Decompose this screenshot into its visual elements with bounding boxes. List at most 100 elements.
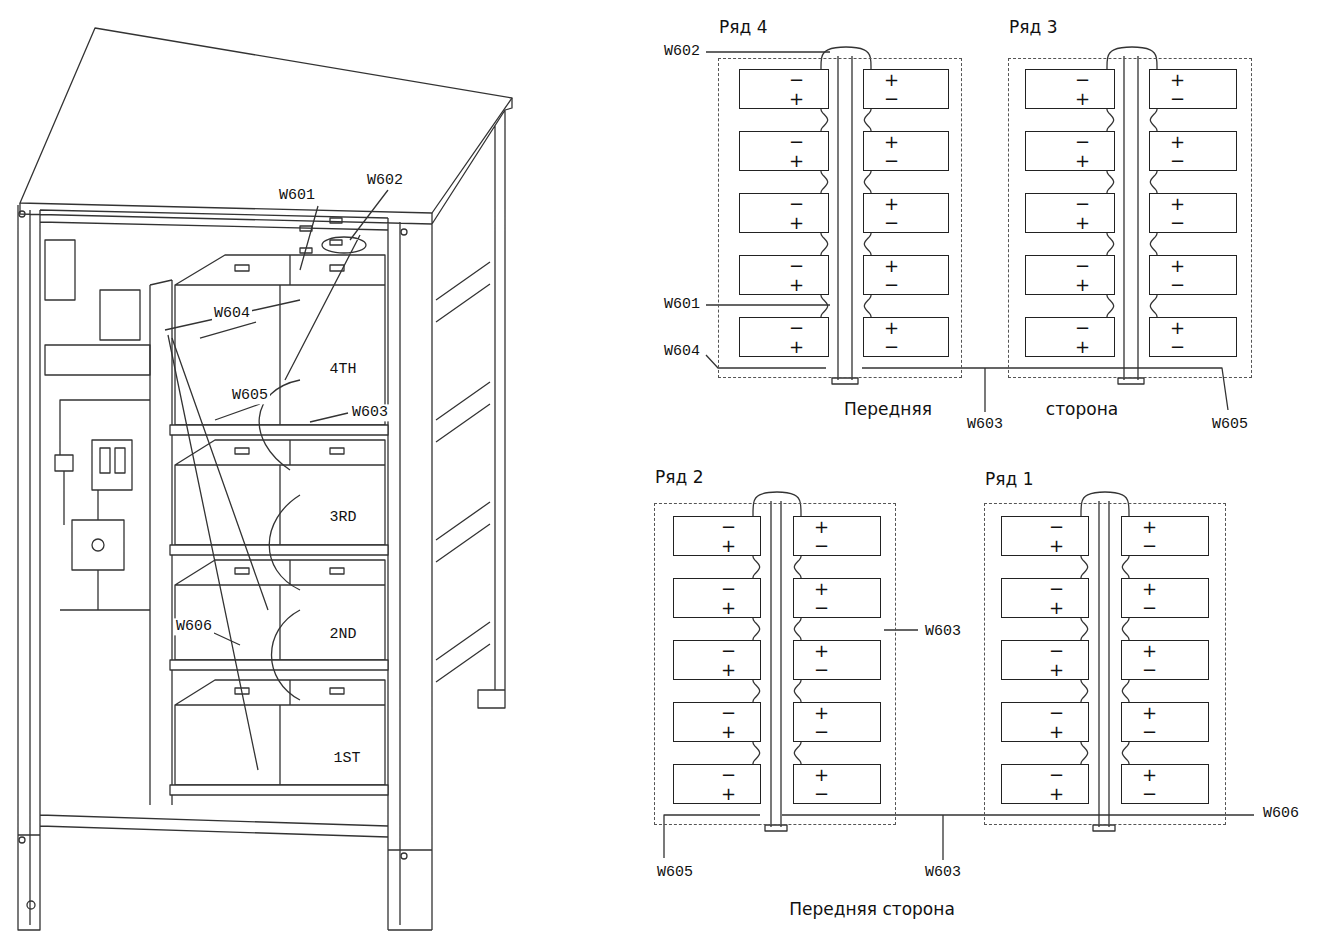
polarity-sign: +	[1075, 214, 1090, 231]
battery-block: −+	[1025, 131, 1115, 171]
battery-block: +−	[1149, 193, 1237, 233]
polarity-sign: +	[1170, 195, 1185, 212]
jumper-cable	[1081, 618, 1088, 640]
battery-block: −+	[673, 640, 761, 680]
battery-block: +−	[863, 131, 949, 171]
callout-label: W602	[365, 172, 405, 189]
polarity-sign: −	[1049, 580, 1064, 597]
jumper-cable	[1150, 171, 1157, 193]
polarity-sign: −	[1049, 642, 1064, 659]
polarity-sign: −	[721, 704, 736, 721]
polarity-sign: +	[721, 661, 736, 678]
side-caption: Передняя	[842, 400, 934, 420]
battery-block: −+	[1025, 317, 1115, 357]
jumper-cable	[821, 233, 828, 255]
polarity-sign: −	[884, 276, 899, 293]
callout-label: W601	[277, 187, 317, 204]
polarity-sign: −	[884, 152, 899, 169]
polarity-sign: −	[1049, 704, 1064, 721]
jumper-cable	[753, 618, 760, 640]
polarity-sign: +	[884, 319, 899, 336]
polarity-sign: +	[1049, 785, 1064, 802]
jumper-cable	[753, 556, 760, 578]
callout-label: 2ND	[327, 626, 358, 643]
polarity-sign: −	[884, 90, 899, 107]
cable-channel	[765, 56, 1144, 831]
polarity-sign: −	[1075, 257, 1090, 274]
battery-block: −+	[1001, 764, 1089, 804]
battery-block: +−	[1121, 516, 1209, 556]
callout-label: W601	[662, 296, 702, 313]
battery-block: +−	[1121, 640, 1209, 680]
jumper-cable	[753, 492, 801, 516]
battery-block: −+	[673, 516, 761, 556]
callout-label: 4TH	[327, 361, 358, 378]
battery-block: −+	[1001, 640, 1089, 680]
polarity-sign: +	[1075, 276, 1090, 293]
jumper-cable	[1107, 295, 1114, 317]
polarity-sign: −	[721, 518, 736, 535]
jumper-cable	[864, 109, 871, 131]
battery-block: −+	[1001, 516, 1089, 556]
polarity-sign: +	[1170, 71, 1185, 88]
polarity-sign: +	[814, 766, 829, 783]
battery-shelf	[170, 425, 388, 795]
polarity-sign: +	[789, 276, 804, 293]
polarity-sign: −	[789, 319, 804, 336]
leader-line	[664, 52, 1254, 860]
polarity-sign: +	[814, 518, 829, 535]
jumper-cable	[753, 742, 760, 764]
polarity-sign: +	[789, 338, 804, 355]
polarity-sign: +	[1142, 580, 1157, 597]
polarity-sign: −	[1170, 338, 1185, 355]
callout-label: W604	[662, 343, 702, 360]
battery-block: +−	[793, 516, 881, 556]
polarity-sign: +	[1142, 766, 1157, 783]
jumper-cable	[1081, 742, 1088, 764]
battery-block: −+	[739, 69, 829, 109]
polarity-sign: −	[1170, 214, 1185, 231]
callout-label: 1ST	[331, 750, 362, 767]
polarity-sign: −	[814, 723, 829, 740]
polarity-sign: −	[814, 599, 829, 616]
battery-block: +−	[863, 255, 949, 295]
jumper-cable	[864, 295, 871, 317]
polarity-sign: +	[1170, 319, 1185, 336]
battery-block: −+	[1025, 193, 1115, 233]
jumper-cable	[1150, 295, 1157, 317]
polarity-sign: −	[1170, 276, 1185, 293]
jumper-cable	[753, 680, 760, 702]
polarity-sign: +	[1170, 133, 1185, 150]
callout-label: W603	[923, 864, 963, 881]
row-heading: Ряд 1	[985, 469, 1033, 489]
callout-label: W605	[655, 864, 695, 881]
jumper-cable	[1107, 171, 1114, 193]
polarity-sign: +	[884, 257, 899, 274]
polarity-sign: +	[1075, 152, 1090, 169]
battery-row-outline: Ряд 3−++−−++−−++−−++−−++−	[1008, 58, 1252, 378]
battery-block: +−	[863, 193, 949, 233]
polarity-sign: +	[1075, 338, 1090, 355]
jumper-cable	[821, 109, 828, 131]
jumper-cable	[1122, 556, 1129, 578]
battery-block: +−	[863, 317, 949, 357]
polarity-sign: +	[789, 152, 804, 169]
interior-divider	[150, 280, 172, 805]
polarity-sign: +	[884, 71, 899, 88]
battery-row-outline: Ряд 2−++−−++−−++−−++−−++−	[654, 503, 896, 825]
jumper-cable	[794, 556, 801, 578]
jumper-cable	[821, 295, 828, 317]
polarity-sign: +	[1170, 257, 1185, 274]
jumper-cable	[1081, 556, 1088, 578]
battery-block: −+	[739, 193, 829, 233]
polarity-sign: −	[1142, 599, 1157, 616]
callout-label: W606	[1261, 805, 1301, 822]
callout-label: 3RD	[327, 509, 358, 526]
polarity-sign: +	[814, 580, 829, 597]
side-caption: сторона	[1044, 400, 1120, 420]
battery-block: +−	[793, 578, 881, 618]
battery-block: −+	[673, 578, 761, 618]
polarity-sign: −	[789, 195, 804, 212]
polarity-sign: −	[1170, 90, 1185, 107]
